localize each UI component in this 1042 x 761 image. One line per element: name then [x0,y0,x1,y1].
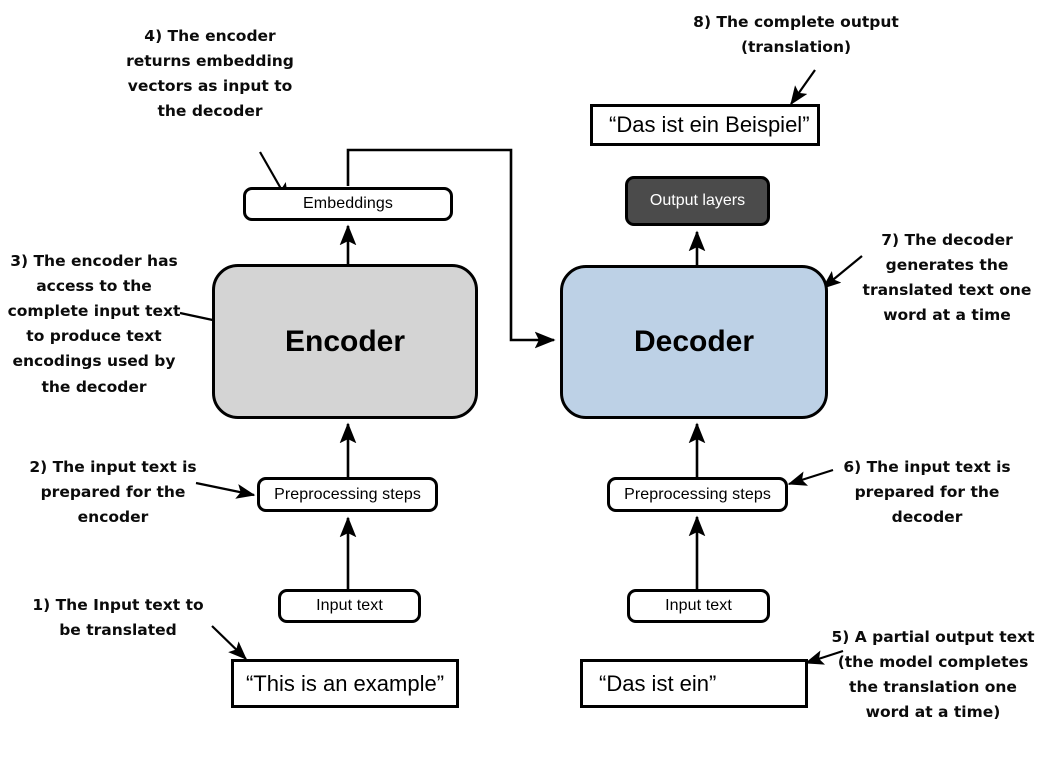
output-layers-box: Output layers [625,176,770,226]
leader-step8 [790,69,816,106]
complete-output-box: “Das ist ein Beispiel” [590,104,820,146]
source-sentence-text: “This is an example” [245,670,445,696]
annotation-step-7: 7) The decoder generates the translated … [862,231,1032,325]
preprocessing-label-encoder: Preprocessing steps [274,485,421,503]
encoder-block: Encoder [212,264,478,419]
preprocessing-box-encoder: Preprocessing steps [257,477,438,512]
partial-output-text: “Das ist ein” [599,670,717,696]
embeddings-label: Embeddings [303,195,393,212]
encoder-block-label: Encoder [284,324,406,358]
input-text-box-encoder: Input text [278,589,421,623]
embeddings-box: Embeddings [243,187,453,221]
annotation-step-2: 2) The input text is prepared for the en… [29,458,197,527]
preprocessing-box-decoder: Preprocessing steps [607,477,788,512]
input-text-box-decoder: Input text [627,589,770,623]
output-layers-label: Output layers [649,192,746,209]
leader-step2 [195,481,256,499]
leader-step7 [821,255,863,289]
annotation-step-1: 1) The Input text to be translated [32,596,204,640]
partial-output-box: “Das ist ein” [580,659,808,708]
annotation-step-4: 4) The encoder returns embedding vectors… [126,27,294,121]
decoder-block: Decoder [560,265,828,419]
source-sentence-box: “This is an example” [231,659,459,708]
annotation-step-6: 6) The input text is prepared for the de… [843,458,1011,527]
annotation-step-8: 8) The complete output (translation) [693,13,899,57]
input-text-label-decoder: Input text [665,597,732,614]
decoder-block-label: Decoder [633,325,755,358]
preprocessing-label-decoder: Preprocessing steps [624,485,771,503]
complete-output-text: “Das ist ein Beispiel” [609,112,810,137]
annotation-step-5: 5) A partial output text (the model comp… [831,628,1035,722]
leader-step6 [787,468,834,486]
input-text-label-encoder: Input text [316,597,383,614]
annotation-step-3: 3) The encoder has access to the complet… [7,252,181,396]
